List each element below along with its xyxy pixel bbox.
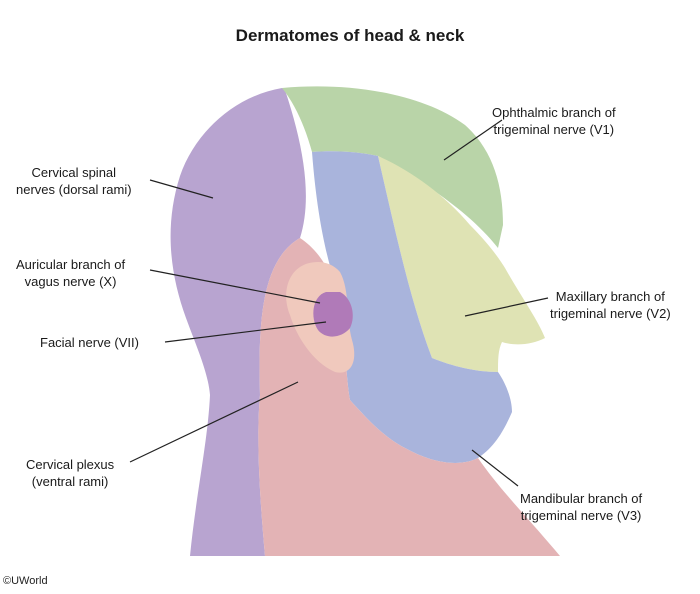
region-cervical-spinal [170,88,306,556]
leader-maxillary [464,297,549,317]
region-maxillary [378,156,545,372]
leader-cervical-spinal [149,179,214,199]
label-cervical-plexus-line2: (ventral rami) [31,474,109,489]
leader-mandibular [471,449,519,487]
label-maxillary-line1: Maxillary branch of [555,289,665,304]
label-cervical-spinal-line2: nerves (dorsal rami) [16,182,132,197]
region-ophthalmic [282,86,503,248]
label-auricular: Auricular branch of vagus nerve (X) [16,256,125,290]
label-facial: Facial nerve (VII) [40,334,139,351]
label-mandibular-line1: Mandibular branch of [520,491,643,506]
leader-facial [164,321,327,343]
label-maxillary-line2: trigeminal nerve (V2) [550,306,671,321]
label-cervical-plexus-line1: Cervical plexus [26,457,115,472]
leader-cervical-plexus [129,381,299,463]
label-cervical-spinal-line1: Cervical spinal [31,165,117,180]
label-auricular-line2: vagus nerve (X) [24,274,117,289]
label-ophthalmic-line2: trigeminal nerve (V1) [493,122,615,137]
label-facial-line1: Facial nerve (VII) [40,335,139,350]
label-ophthalmic-line1: Ophthalmic branch of [492,105,616,120]
leader-auricular [149,269,321,304]
label-mandibular: Mandibular branch of trigeminal nerve (V… [520,490,642,524]
label-mandibular-line2: trigeminal nerve (V3) [520,508,642,523]
label-auricular-line1: Auricular branch of [16,257,126,272]
label-maxillary: Maxillary branch of trigeminal nerve (V2… [550,288,671,322]
leader-ophthalmic [443,119,503,161]
region-auricular [313,292,353,337]
copyright-notice: ©UWorld [3,575,48,587]
label-cervical-plexus: Cervical plexus (ventral rami) [26,456,114,490]
diagram-title: Dermatomes of head & neck [235,26,465,45]
label-cervical-spinal: Cervical spinal nerves (dorsal rami) [16,164,132,198]
label-ophthalmic: Ophthalmic branch of trigeminal nerve (V… [492,104,616,138]
region-mandibular [312,151,512,463]
